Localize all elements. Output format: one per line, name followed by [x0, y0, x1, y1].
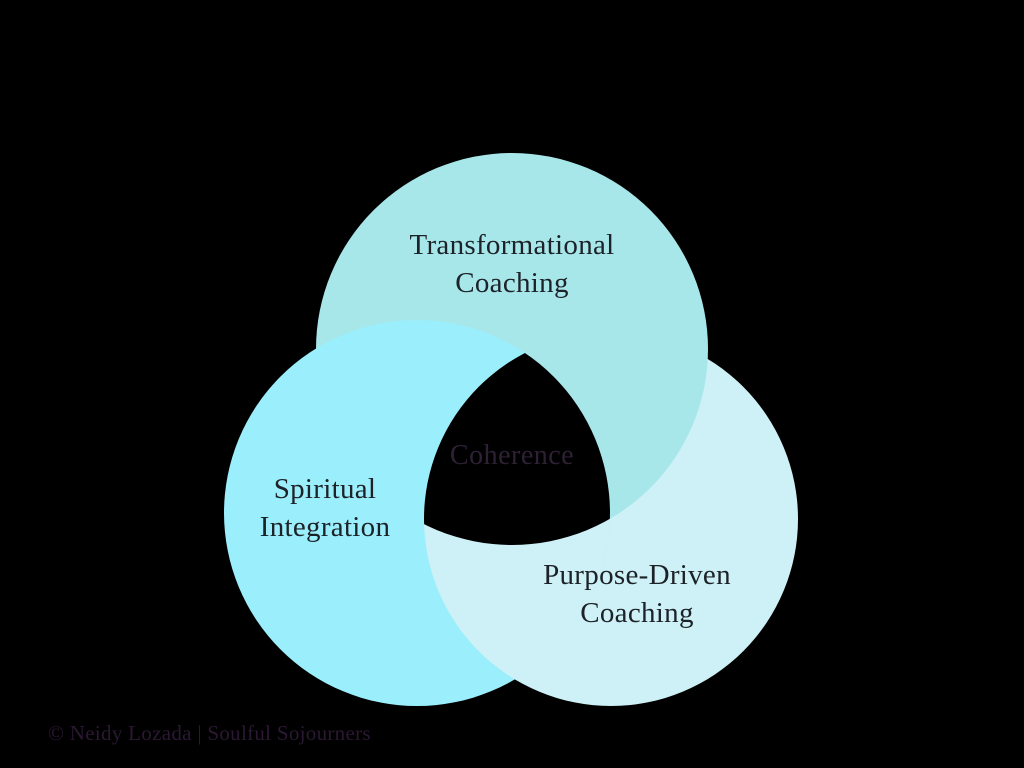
copyright-credit: © Neidy Lozada | Soulful Sojourners: [48, 721, 371, 745]
label-purpose-driven-coaching: Purpose-Driven Coaching: [543, 559, 731, 629]
label-coherence: Coherence: [449, 440, 575, 471]
venn-overlap-center: [424, 332, 610, 545]
label-spiritual-integration: Spiritual Integration: [259, 473, 391, 543]
label-transformational-coaching: Transformational Coaching: [409, 229, 615, 299]
